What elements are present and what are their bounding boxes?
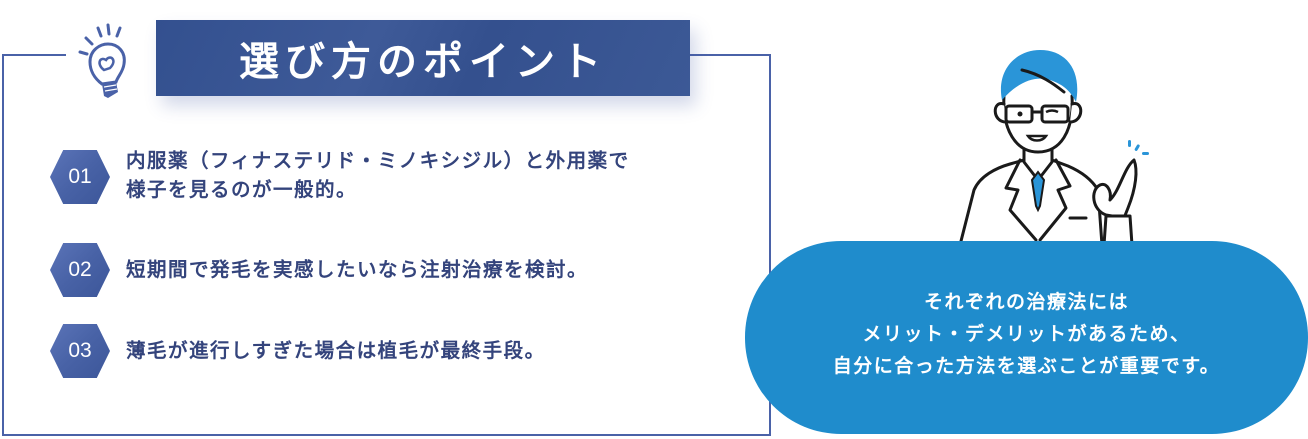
doctor-ok-sign-illustration xyxy=(958,50,1149,247)
point-text: 薄毛が進行しすぎた場合は植毛が最終手段。 xyxy=(126,336,546,365)
point-number-badge: 01 xyxy=(50,150,110,204)
point-item-01: 01 内服薬（フィナステリド・ミノキシジル）と外用薬で 様子を見るのが一般的。 xyxy=(50,149,630,204)
point-item-03: 03 薄毛が進行しすぎた場合は植毛が最終手段。 xyxy=(50,324,546,378)
points-frame xyxy=(2,54,771,436)
point-text: 内服薬（フィナステリド・ミノキシジル）と外用薬で 様子を見るのが一般的。 xyxy=(126,146,630,204)
page-title: 選び方のポイント xyxy=(239,39,607,85)
point-line: 内服薬（フィナステリド・ミノキシジル）と外用薬で xyxy=(126,149,630,172)
point-item-02: 02 短期間で発毛を実感したいなら注射治療を検討。 xyxy=(50,243,588,297)
title-banner: 選び方のポイント xyxy=(156,20,690,96)
point-text: 短期間で発毛を実感したいなら注射治療を検討。 xyxy=(126,255,588,284)
point-line: 様子を見るのが一般的。 xyxy=(126,178,358,201)
point-line: 薄毛が進行しすぎた場合は植毛が最終手段。 xyxy=(126,339,546,362)
frame-top-left-line xyxy=(2,54,66,56)
summary-line: それぞれの治療法には xyxy=(923,290,1129,313)
summary-line: 自分に合った方法を選ぶことが重要です。 xyxy=(832,354,1221,377)
summary-bubble: それぞれの治療法には メリット・デメリットがあるため、 自分に合った方法を選ぶこ… xyxy=(745,241,1308,434)
frame-top-right-line xyxy=(690,54,771,56)
point-number-badge: 02 xyxy=(50,243,110,297)
lightbulb-heart-icon xyxy=(78,23,126,98)
point-line: 短期間で発毛を実感したいなら注射治療を検討。 xyxy=(126,258,589,281)
point-number-badge: 03 xyxy=(50,324,110,378)
summary-line: メリット・デメリットがあるため、 xyxy=(862,322,1191,345)
summary-text: それぞれの治療法には メリット・デメリットがあるため、 自分に合った方法を選ぶこ… xyxy=(833,286,1221,382)
